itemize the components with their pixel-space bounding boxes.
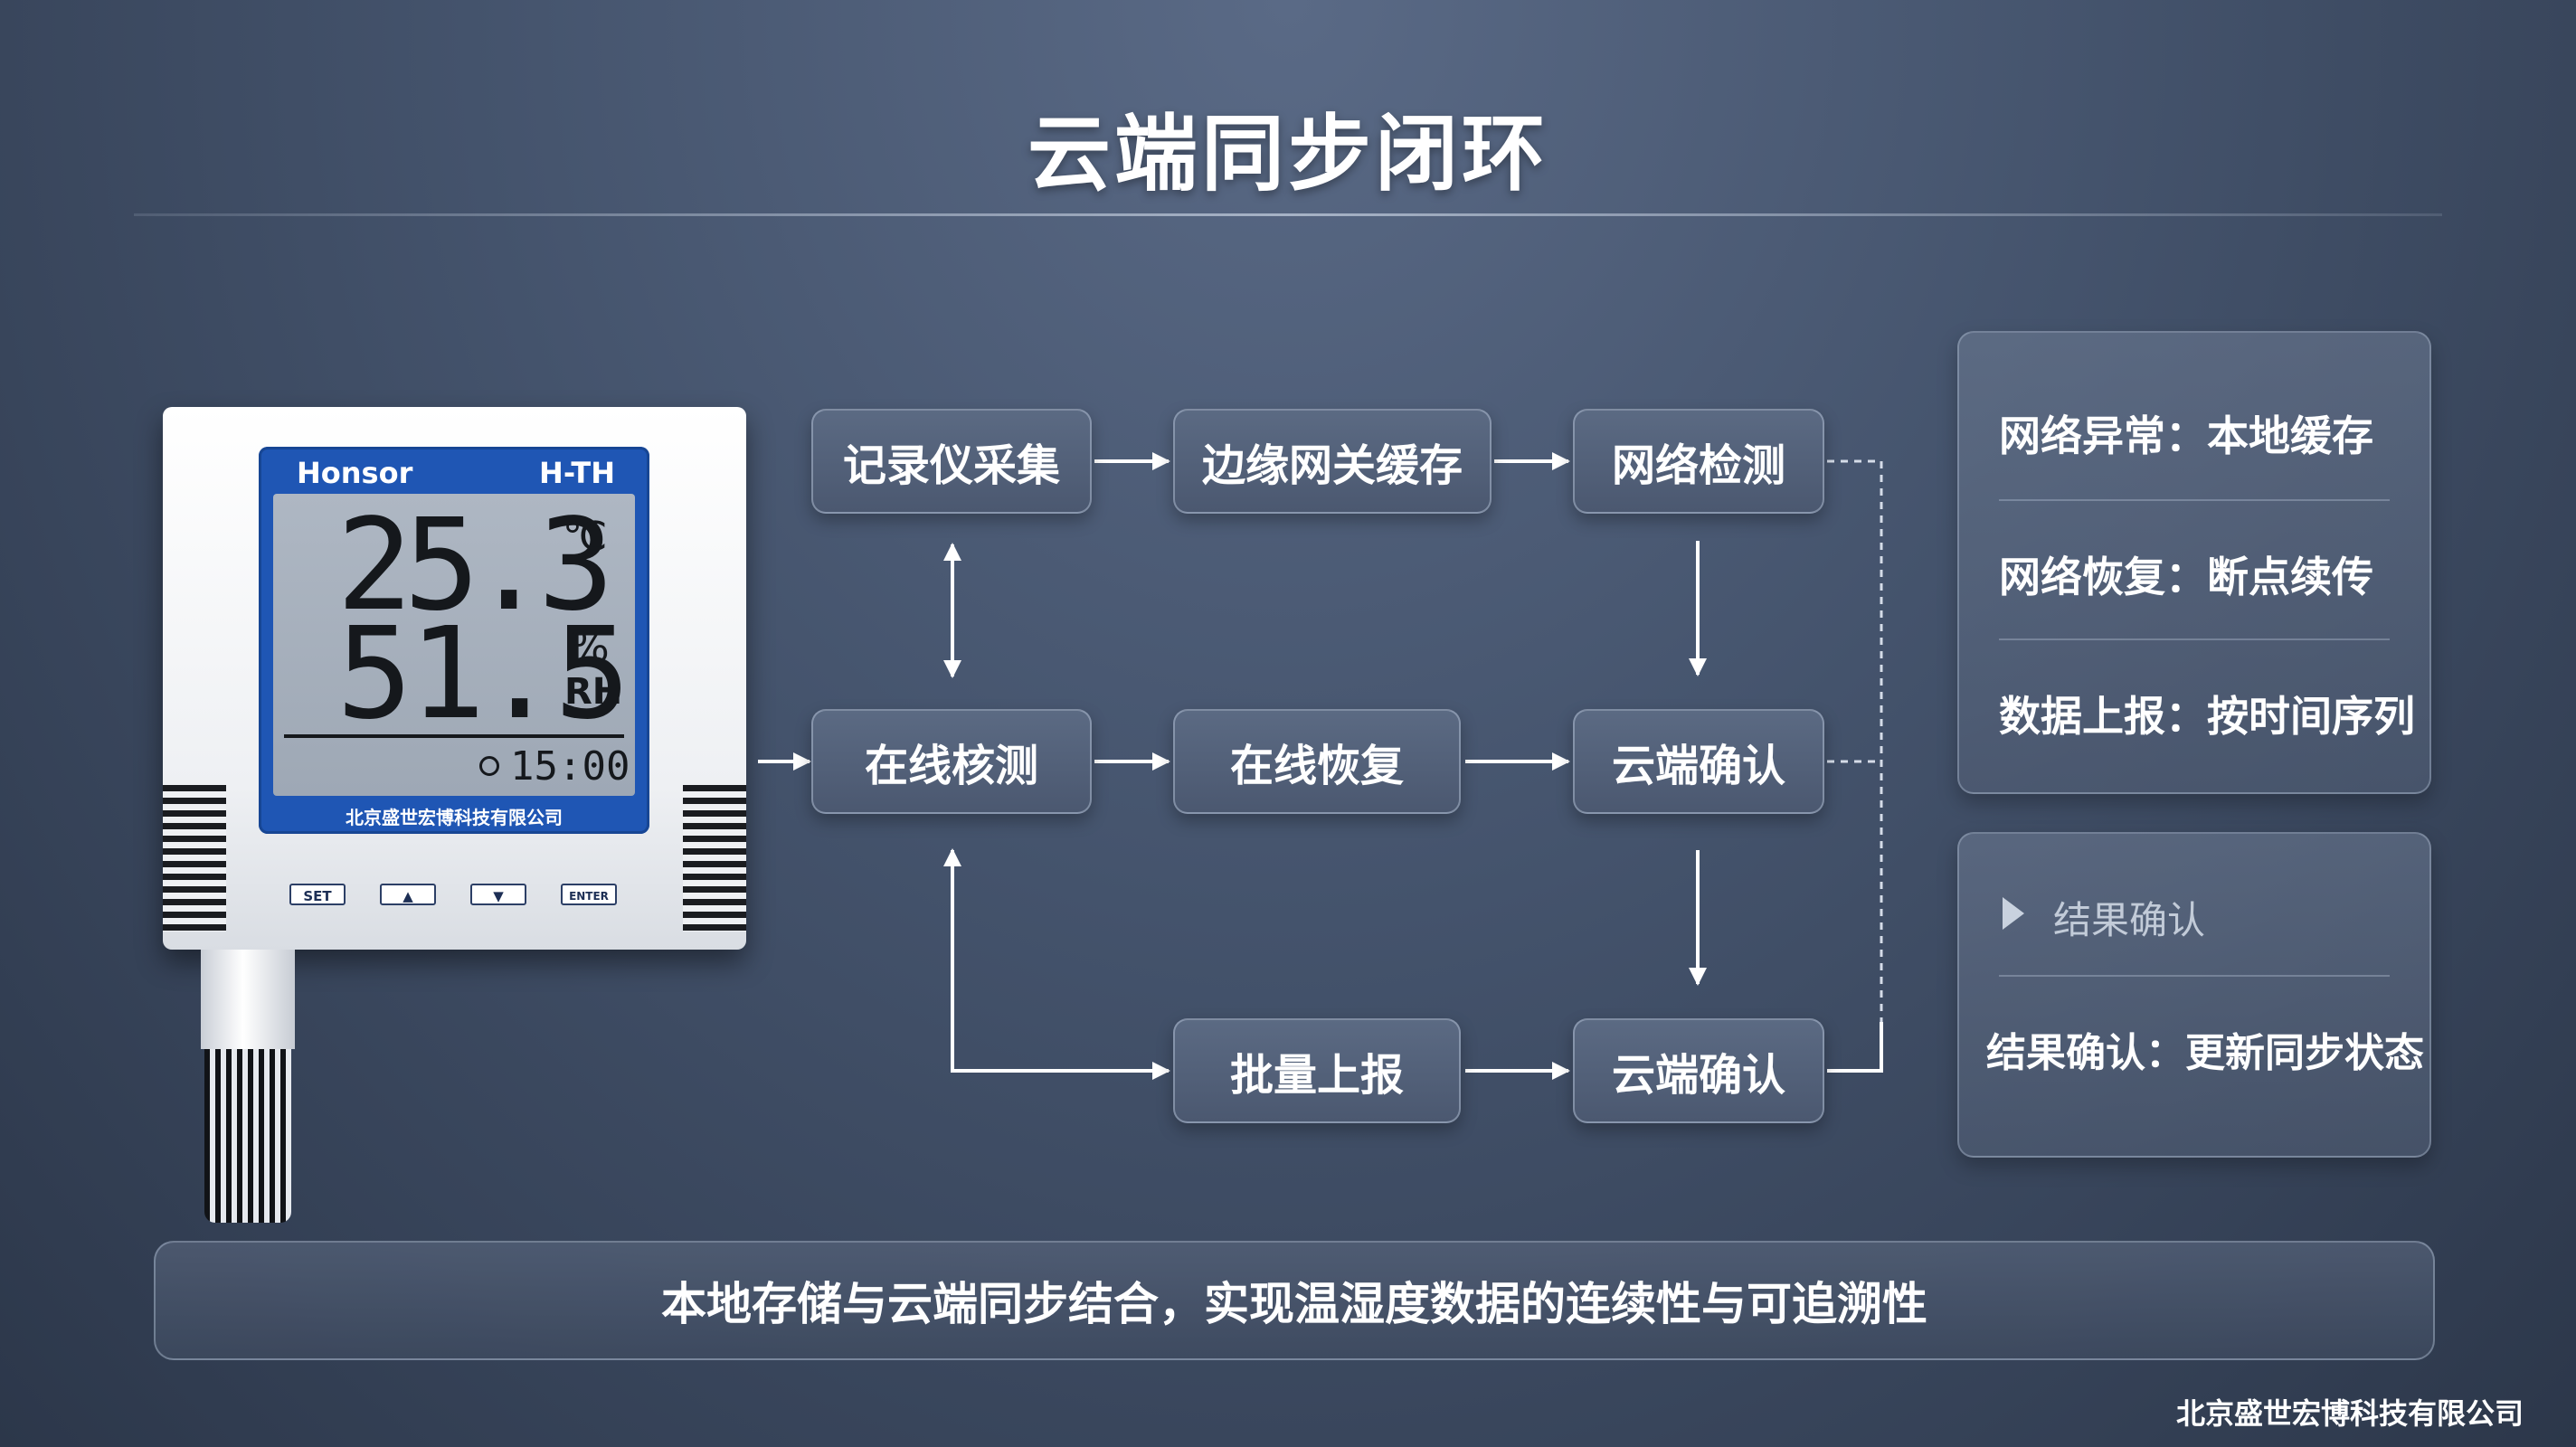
device-model: H-TH: [539, 456, 615, 490]
flow-node-online-recover: 在线恢复: [1173, 709, 1461, 814]
arrow-verify-to-batch: [943, 848, 1170, 1080]
device-probe-neck: [201, 950, 295, 1049]
device-lcd-frame: Honsor H-TH 25.3 ℃ 51.5 % RH 15:00 北京盛世宏…: [259, 447, 649, 834]
flow-node-cloud-confirm-2: 云端确认: [1573, 1018, 1824, 1123]
status-item-network-recover: 网络恢复：断点续传: [1999, 553, 2373, 601]
flow-node-network-detect: 网络检测: [1573, 409, 1824, 514]
play-triangle-icon: [2003, 897, 2024, 930]
flow-node-gateway-cache: 边缘网关缓存: [1173, 409, 1492, 514]
temperature-unit: ℃: [563, 514, 608, 560]
thermo-hygrometer-device: Honsor H-TH 25.3 ℃ 51.5 % RH 15:00 北京盛世宏…: [163, 407, 746, 950]
device-up-button[interactable]: ▲: [380, 884, 436, 905]
status-panel: 网络异常：本地缓存 网络恢复：断点续传 数据上报：按时间序列: [1957, 331, 2431, 794]
lcd-separator: [284, 734, 624, 738]
humidity-unit-rh: RH: [564, 671, 623, 713]
humidity-readout: 51.5: [336, 601, 630, 748]
device-brand: Honsor: [297, 456, 413, 490]
status-divider-1: [1999, 499, 2390, 501]
result-panel-header: 结果确认: [2053, 898, 2206, 942]
status-divider-2: [1999, 638, 2390, 640]
device-lcd-screen: 25.3 ℃ 51.5 % RH 15:00: [273, 494, 635, 796]
clock-icon: [479, 756, 499, 776]
result-divider: [1999, 975, 2390, 977]
device-enter-button[interactable]: ENTER: [561, 884, 617, 905]
company-footer: 北京盛世宏博科技有限公司: [2175, 1396, 2524, 1431]
page-title: 云端同步闭环: [1027, 106, 1548, 203]
line-confirm2-to-bus: [1827, 1022, 1883, 1073]
device-set-button[interactable]: SET: [289, 884, 346, 905]
humidity-unit-percent: %: [570, 622, 610, 671]
device-probe-sensor: [204, 1049, 291, 1223]
flow-node-cloud-confirm: 云端确认: [1573, 709, 1824, 814]
title-divider: [134, 213, 2442, 216]
device-down-button[interactable]: ▼: [470, 884, 526, 905]
status-item-data-report: 数据上报：按时间序列: [1999, 692, 2415, 741]
temperature-readout: 25.3: [336, 492, 614, 639]
result-panel: 结果确认 结果确认：更新同步状态: [1957, 832, 2431, 1158]
summary-banner: 本地存储与云端同步结合，实现温湿度数据的连续性与可追溯性: [154, 1241, 2435, 1360]
device-vent-left: [163, 785, 226, 932]
result-item-update-status: 结果确认：更新同步状态: [1986, 1030, 2424, 1076]
status-item-network-error: 网络异常：本地缓存: [1999, 411, 2373, 460]
dashed-bus-line: [1827, 459, 1883, 1022]
flow-node-batch-report: 批量上报: [1173, 1018, 1461, 1123]
device-vent-right: [683, 785, 746, 932]
flow-node-online-verify: 在线核测: [811, 709, 1092, 814]
time-readout: 15:00: [510, 743, 630, 790]
flow-node-collect: 记录仪采集: [811, 409, 1092, 514]
device-company-label: 北京盛世宏博科技有限公司: [346, 807, 563, 828]
